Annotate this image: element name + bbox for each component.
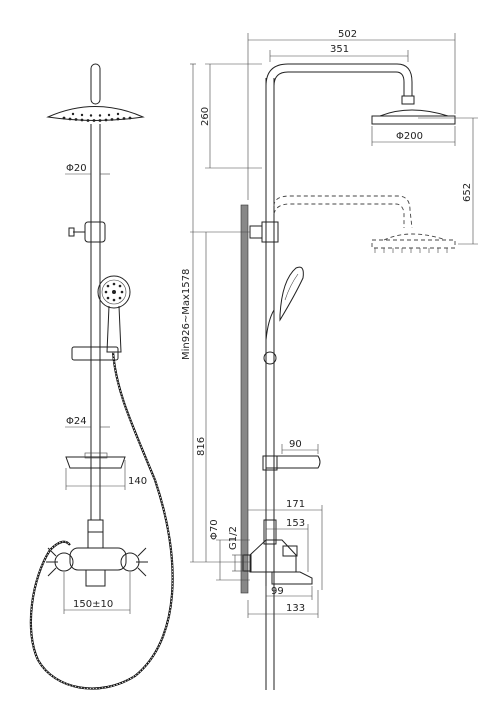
shower-head-nozzles: [62, 112, 132, 122]
side-mixer-handle: [282, 545, 298, 557]
label-arm-height: 260: [200, 107, 211, 126]
slide-holder: [71, 346, 119, 361]
side-soap-clamp: [262, 455, 278, 471]
label-mixer-depth: 171: [286, 499, 305, 510]
dim-arm-reach: 351: [269, 44, 409, 62]
hand-shower-head: [97, 275, 131, 309]
hand-shower-cradle: [265, 309, 275, 341]
dim-mixer-centers: 150±10: [63, 572, 131, 614]
bracket-knob: [68, 227, 75, 237]
dim-dish-depth: 90: [281, 439, 319, 454]
dim-head-diameter: Φ200: [371, 126, 456, 146]
dim-soap-dish: 140: [65, 460, 147, 490]
label-mixer-body: 153: [286, 518, 305, 529]
side-mixer-body: [249, 539, 297, 573]
label-dish-depth: 90: [289, 439, 302, 450]
dim-mixer-depth: 171: [248, 499, 323, 590]
dim-overall-width: 502: [247, 29, 456, 200]
right-handle-spokes: [136, 547, 148, 577]
head-connector: [401, 95, 415, 105]
label-thread: G1/2: [228, 526, 239, 550]
dim-head-drop: 652: [418, 117, 478, 245]
hand-shower-nozzles: [104, 282, 124, 302]
wall-mount: [249, 225, 263, 239]
side-soap-dish: [265, 455, 321, 469]
dim-spout-reach: 133: [247, 590, 319, 618]
hose-texture: [30, 351, 173, 689]
hand-shower-face: [101, 279, 127, 305]
shower-arm-lowered: [273, 195, 413, 229]
side-hand-shower: [279, 266, 304, 322]
label-arm-reach: 351: [330, 44, 349, 55]
dim-wall-flange: Φ70: [209, 519, 250, 581]
dim-slide-bar: Φ24: [65, 416, 110, 428]
dim-thread: G1/2: [228, 526, 244, 572]
diverter: [87, 531, 104, 549]
label-wall-flange: Φ70: [209, 519, 220, 540]
dim-spout-depth: 99: [265, 586, 313, 600]
label-height-range: Min926~Max1578: [181, 269, 192, 360]
soap-dish: [65, 456, 126, 469]
lower-connector: [87, 519, 104, 533]
label-mixer-centers: 150±10: [73, 599, 113, 610]
dim-shower-pipe: Φ20: [65, 163, 110, 175]
hand-shower-handle: [106, 305, 122, 353]
pipe-bracket: [84, 221, 106, 243]
side-mixer-connector: [263, 519, 277, 545]
label-shower-pipe-diameter: Φ20: [66, 163, 87, 174]
wall: [240, 204, 249, 594]
label-dish-height: 816: [196, 437, 207, 456]
top-pipe: [90, 63, 101, 105]
rain-shower-head: [46, 106, 145, 121]
wall-flange: [242, 554, 252, 572]
mixer-body: [69, 547, 127, 571]
side-view: 502 351 260 Φ200 652: [181, 29, 478, 690]
label-spout-depth: 99: [271, 586, 284, 597]
front-view: Φ20 Φ24 140 150±10: [29, 63, 174, 690]
slide-knob: [263, 351, 277, 365]
label-soap-dish-width: 140: [128, 476, 147, 487]
dim-height-range: Min926~Max1578: [181, 63, 250, 563]
soap-dish-clamp: [84, 452, 108, 459]
side-pipe-bracket: [261, 221, 279, 243]
label-head-diameter: Φ200: [396, 131, 423, 142]
label-slide-bar-diameter: Φ24: [66, 416, 87, 427]
shower-head-lowered: [371, 233, 456, 249]
dim-mixer-body: 153: [266, 518, 309, 572]
shower-head-upper: [371, 115, 456, 125]
shower-head-upper-dome: [379, 109, 449, 117]
label-overall-width: 502: [338, 29, 357, 40]
label-head-drop-range: 652: [462, 183, 473, 202]
side-spout: [271, 571, 313, 585]
shower-arm: [265, 63, 413, 97]
hand-shower-face-line: [284, 273, 299, 301]
dim-arm-height: 260: [200, 63, 262, 169]
shower-head-lowered-nozzles: [374, 248, 448, 253]
label-spout-reach: 133: [286, 603, 305, 614]
dim-dish-height: 816: [196, 232, 207, 562]
spout: [85, 569, 106, 587]
